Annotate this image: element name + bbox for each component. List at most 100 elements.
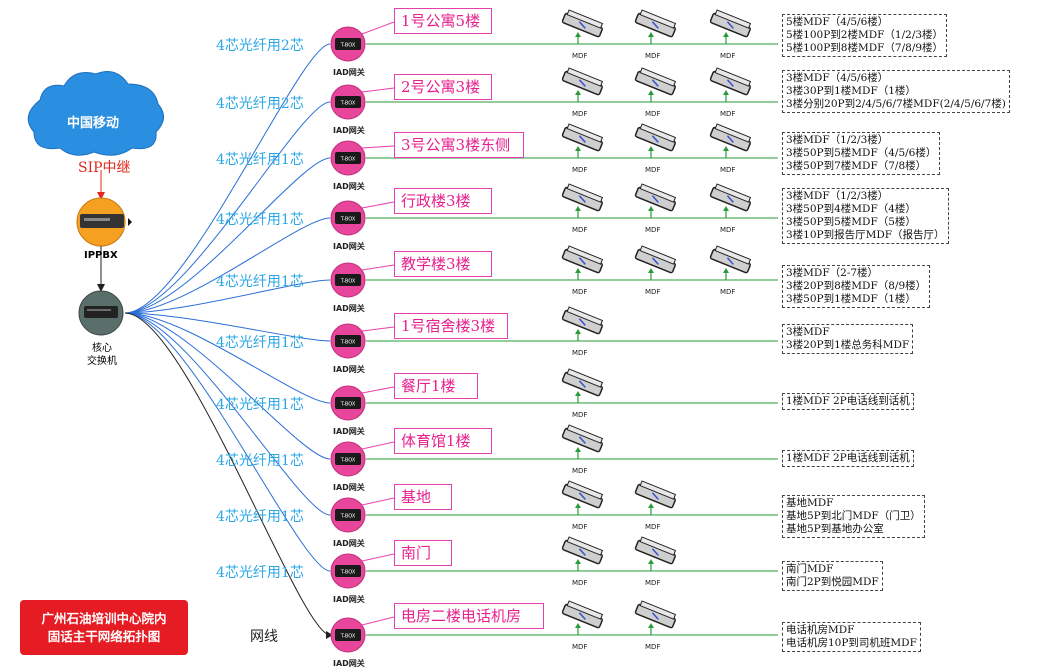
building-label-7: 体育馆1楼 — [394, 428, 492, 454]
iad-label-4: IAD网关 — [333, 304, 365, 313]
mdf-label-0-2: MDF — [720, 52, 736, 60]
mdf-unit-10-0 — [561, 600, 604, 629]
mdf-arrow-head-3-0 — [575, 206, 581, 211]
building-connector-4 — [361, 264, 395, 271]
link-line-10 — [124, 312, 331, 636]
pbx-core-arrow — [97, 284, 105, 292]
core-switch-device — [84, 306, 118, 318]
iad-label-8: IAD网关 — [333, 539, 365, 548]
mdf-info-line: 3楼MDF（1/2/3楼） — [786, 190, 889, 202]
mdf-unit-8-0 — [561, 480, 604, 509]
mdf-unit-2-2 — [709, 123, 752, 152]
mdf-label-10-1: MDF — [645, 643, 661, 651]
iad-device-1 — [335, 96, 361, 108]
mdf-unit-1-2 — [709, 67, 752, 96]
iad-device-6 — [335, 397, 361, 409]
link-label-9: 4芯光纤用1芯 — [216, 565, 304, 581]
mdf-arrow-head-4-2 — [723, 268, 729, 273]
mdf-label-6-0: MDF — [572, 411, 588, 419]
mdf-label-7-0: MDF — [572, 467, 588, 475]
iad-device-5 — [335, 335, 361, 347]
iad-label-7: IAD网关 — [333, 483, 365, 492]
iad-label-10: IAD网关 — [333, 659, 365, 668]
mdf-info-line: 电话机房MDF — [786, 624, 855, 636]
iad-device-0 — [335, 38, 361, 50]
link-label-4: 4芯光纤用1芯 — [216, 274, 304, 290]
link-label-7: 4芯光纤用1芯 — [216, 453, 304, 469]
mdf-arrow-head-1-2 — [723, 90, 729, 95]
iad-badge-2: T-BOX — [340, 157, 356, 163]
iad-badge-0: T-BOX — [340, 43, 356, 49]
mdf-unit-7-0 — [561, 424, 604, 453]
mdf-unit-9-1 — [634, 536, 677, 565]
mdf-label-9-0: MDF — [572, 579, 588, 587]
iad-badge-7: T-BOX — [340, 458, 356, 464]
iad-badge-4: T-BOX — [340, 279, 356, 285]
mdf-arrow-head-3-1 — [648, 206, 654, 211]
mdf-label-2-0: MDF — [572, 166, 588, 174]
mdf-label-3-0: MDF — [572, 226, 588, 234]
mdf-info-line: 3楼20P到8楼MDF（8/9楼） — [786, 280, 927, 292]
iad-device-4 — [335, 274, 361, 286]
iad-device-8 — [335, 509, 361, 521]
mdf-info-box-2: 3楼MDF（1/2/3楼）3楼50P到5楼MDF（4/5/6楼）3楼50P到7楼… — [782, 132, 941, 175]
iad-badge-6: T-BOX — [340, 402, 356, 408]
iad-device-9 — [335, 565, 361, 577]
mdf-info-line: 3楼50P到4楼MDF（4楼） — [786, 203, 916, 215]
link-label-0: 4芯光纤用2芯 — [216, 38, 304, 54]
mdf-label-2-1: MDF — [645, 166, 661, 174]
mdf-arrow-head-1-1 — [648, 90, 654, 95]
sip-trunk-label: SIP中继 — [78, 160, 131, 176]
mdf-info-line: 5楼100P到8楼MDF（7/8/9楼） — [786, 42, 944, 54]
link-line-5 — [124, 312, 331, 342]
iad-label-6: IAD网关 — [333, 427, 365, 436]
mdf-unit-4-2 — [709, 245, 752, 274]
building-connector-7 — [361, 441, 395, 450]
link-line-1 — [124, 101, 331, 314]
diagram-title: 广州石油培训中心院内 固话主干网络拓扑图 — [20, 600, 188, 655]
mdf-label-4-1: MDF — [645, 288, 661, 296]
building-connector-8 — [361, 497, 395, 506]
link-line-6 — [124, 312, 331, 404]
cloud-shape — [27, 71, 164, 156]
building-connector-1 — [361, 87, 395, 93]
cloud-label: 中国移动 — [66, 116, 119, 131]
mdf-info-line: 5楼MDF（4/5/6楼） — [786, 16, 889, 28]
iad-device-10 — [335, 629, 361, 641]
mdf-info-line: 3楼MDF（2-7楼） — [786, 267, 879, 279]
mdf-unit-4-1 — [634, 245, 677, 274]
building-label-2: 3号公寓3楼东侧 — [394, 132, 524, 158]
building-connector-6 — [361, 386, 395, 394]
mdf-unit-0-1 — [634, 9, 677, 38]
mdf-label-3-1: MDF — [645, 226, 661, 234]
mdf-unit-2-0 — [561, 123, 604, 152]
sip-arrow-head — [97, 192, 105, 200]
iad-device-2 — [335, 152, 361, 164]
mdf-arrow-head-3-2 — [723, 206, 729, 211]
iad-badge-10: T-BOX — [340, 634, 356, 640]
mdf-arrow-head-10-0 — [575, 623, 581, 628]
mdf-info-line: 3楼30P到1楼MDF（1楼） — [786, 85, 916, 97]
building-connector-2 — [361, 145, 395, 149]
mdf-info-line: 3楼50P到7楼MDF（7/8楼） — [786, 160, 927, 172]
mdf-arrow-head-6-0 — [575, 391, 581, 396]
iad-label-1: IAD网关 — [333, 126, 365, 135]
mdf-info-line: 3楼50P到1楼MDF（1楼） — [786, 293, 916, 305]
mdf-unit-3-1 — [634, 183, 677, 212]
building-connector-3 — [361, 201, 395, 209]
iad-label-0: IAD网关 — [333, 68, 365, 77]
mdf-arrow-head-2-1 — [648, 146, 654, 151]
mdf-label-1-1: MDF — [645, 110, 661, 118]
mdf-info-line: 南门2P到悦园MDF — [786, 576, 879, 588]
mdf-info-line: 1楼MDF 2P电话线到话机 — [786, 395, 910, 407]
link-label-5: 4芯光纤用1芯 — [216, 335, 304, 351]
iad-device-7 — [335, 453, 361, 465]
mdf-arrow-head-4-0 — [575, 268, 581, 273]
mdf-info-box-6: 1楼MDF 2P电话线到话机 — [782, 393, 914, 410]
mdf-info-line: 3楼50P到5楼MDF（5楼） — [786, 216, 916, 228]
mdf-label-0-1: MDF — [645, 52, 661, 60]
mdf-info-line: 3楼20P到1楼总务科MDF — [786, 339, 910, 351]
mdf-label-0-0: MDF — [572, 52, 588, 60]
